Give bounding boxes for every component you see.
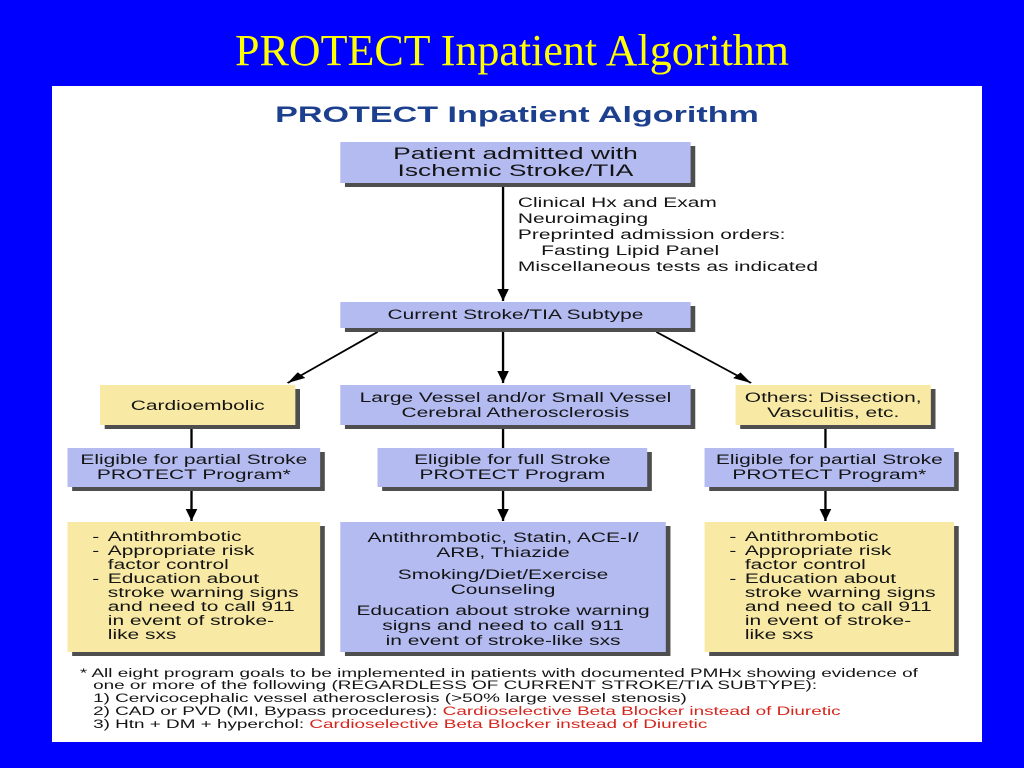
intervention-line: signs and need to call 911 [382, 618, 624, 633]
bullet-dash: - [729, 529, 737, 544]
intervention-line: Education about stroke warning [356, 603, 650, 618]
footnote-line: * All eight program goals to be implemen… [79, 665, 918, 680]
footnote-condition: 3) Htn + DM + hyperchol: Cardioselective… [80, 716, 918, 731]
interventions-partial-box-left: - Antithrombotic - Appropriate risk fact… [67, 522, 321, 652]
eligibility-label: PROTECT Program* [732, 466, 927, 482]
intervention-line: ARB, Thiazide [436, 545, 570, 560]
footnote-recommendation: Cardioselective Beta Blocker instead of … [442, 703, 841, 718]
eligibility-label: Eligible for partial Stroke [715, 452, 943, 467]
intervention-line: Antithrombotic [744, 529, 879, 544]
subtype-atherosclerosis-box: Large Vessel and/or Small Vessel Cerebra… [340, 385, 691, 425]
admission-box: Patient admitted with Ischemic Stroke/TI… [340, 142, 691, 183]
intervention-item: - Education about stroke warning signs a… [92, 572, 298, 642]
initial-workup-list: Clinical Hx and Exam Neuroimaging Prepri… [518, 195, 818, 275]
intervention-line: Education about [107, 571, 260, 586]
footnote: * All eight program goals to be implemen… [79, 665, 918, 731]
intervention-item: - Antithrombotic [92, 530, 241, 544]
intervention-line: factor control [744, 557, 866, 572]
intervention-line: in event of stroke- [107, 613, 275, 628]
intervention-line: and need to call 911 [744, 599, 932, 614]
figure-heading: PROTECT Inpatient Algorithm [275, 102, 759, 127]
intervention-group: Smoking/Diet/Exercise Counseling [398, 567, 609, 597]
algorithm-figure: PROTECT Inpatient Algorithm Patient admi… [52, 86, 982, 742]
intervention-line: Appropriate risk [107, 543, 255, 558]
workup-item: Miscellaneous tests as indicated [517, 259, 819, 274]
workup-item: Neuroimaging [517, 211, 649, 226]
intervention-line: in event of stroke- [744, 613, 912, 628]
footnote-line: one or more of the following (REGARDLESS… [93, 678, 818, 693]
bullet-dash: - [92, 529, 100, 544]
intervention-line: Education about [744, 571, 897, 586]
subtype-box: Current Stroke/TIA Subtype [340, 302, 691, 328]
admission-box-line: Ischemic Stroke/TIA [397, 160, 634, 180]
intervention-line: factor control [107, 557, 229, 572]
footnote-condition: 1) Cervicocephalic vessel atherosclerosi… [80, 692, 918, 705]
bullet-dash: - [729, 571, 737, 586]
intervention-line: Smoking/Diet/Exercise [397, 566, 609, 582]
intervention-line: like sxs [107, 627, 177, 642]
eligibility-label: PROTECT Program [419, 466, 606, 482]
interventions-partial-box-right: - Antithrombotic - Appropriate risk fact… [704, 522, 955, 652]
subtype-label: Others: Dissection, [744, 390, 922, 405]
slide-title: PROTECT Inpatient Algorithm [234, 26, 790, 75]
flow-arrows [185, 187, 832, 521]
intervention-group: Education about stroke warning signs and… [356, 603, 649, 648]
intervention-line: Appropriate risk [744, 543, 892, 558]
intervention-line: like sxs [744, 627, 814, 642]
bullet-dash: - [729, 543, 737, 558]
intervention-item: - Appropriate risk factor control [92, 544, 254, 572]
intervention-line: stroke warning signs [744, 585, 936, 600]
footnote-condition-text: 3) Htn + DM + hyperchol: [93, 716, 305, 731]
eligibility-full-box: Eligible for full Stroke PROTECT Program [377, 448, 648, 487]
eligibility-label: PROTECT Program* [96, 466, 291, 482]
algorithm-figure-panel: PROTECT Inpatient Algorithm Patient admi… [52, 86, 982, 742]
subtype-others-box: Others: Dissection, Vasculitis, etc. [735, 385, 931, 425]
bullet-dash: - [92, 571, 100, 586]
subtype-label: Cardioembolic [130, 397, 265, 413]
intervention-line: in event of stroke-like sxs [385, 633, 621, 648]
arrow-subtype-to-others [655, 331, 752, 384]
subtype-label: Vasculitis, etc. [767, 405, 900, 420]
intervention-item: - Appropriate risk factor control [729, 544, 891, 572]
intervention-line: Counseling [450, 581, 556, 597]
interventions-full-box: Antithrombotic, Statin, ACE-I/ ARB, Thia… [340, 522, 666, 652]
subtype-cardioembolic-box: Cardioembolic [100, 385, 296, 425]
intervention-line: and need to call 911 [107, 599, 295, 614]
eligibility-partial-box-left: Eligible for partial Stroke PROTECT Prog… [67, 448, 321, 487]
subtype-label: Large Vessel and/or Small Vessel [359, 390, 672, 405]
eligibility-label: Eligible for full Stroke [414, 452, 611, 467]
eligibility-partial-box-right: Eligible for partial Stroke PROTECT Prog… [704, 448, 955, 487]
footnote-condition-text: 2) CAD or PVD (MI, Bypass procedures): [93, 703, 438, 718]
bullet-dash: - [92, 543, 100, 558]
intervention-item: - Antithrombotic [729, 530, 878, 544]
intervention-line: Antithrombotic [107, 529, 242, 544]
footnote-condition-text: 1) Cervicocephalic vessel atherosclerosi… [93, 691, 687, 706]
intervention-item: - Education about stroke warning signs a… [729, 572, 935, 642]
admission-box-line: Patient admitted with [393, 144, 638, 163]
intervention-line: stroke warning signs [107, 585, 299, 600]
eligibility-label: Eligible for partial Stroke [80, 452, 308, 467]
workup-subitem: Fasting Lipid Panel [541, 243, 720, 258]
footnote-condition: 2) CAD or PVD (MI, Bypass procedures): C… [80, 705, 918, 718]
intervention-group: Antithrombotic, Statin, ACE-I/ ARB, Thia… [368, 530, 639, 560]
arrow-subtype-to-cardioembolic [286, 331, 379, 384]
subtype-label: Cerebral Atherosclerosis [401, 405, 630, 420]
workup-item: Preprinted admission orders: [517, 227, 786, 242]
workup-item: Clinical Hx and Exam [517, 195, 717, 210]
intervention-line: Antithrombotic, Statin, ACE-I/ [367, 530, 639, 545]
subtype-box-label: Current Stroke/TIA Subtype [387, 306, 644, 322]
footnote-recommendation: Cardioselective Beta Blocker instead of … [309, 716, 708, 731]
